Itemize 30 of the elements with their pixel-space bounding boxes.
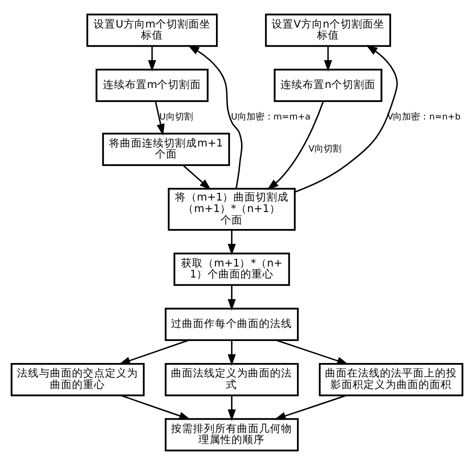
arrow: [118, 339, 189, 364]
arrow: [324, 46, 332, 72]
arrow: [228, 340, 236, 366]
node-box: 设置V方向n个切割面坐标值: [265, 13, 392, 46]
arrow: [188, 44, 242, 188]
arrow: [276, 339, 349, 364]
edge-label: U向切割: [159, 112, 193, 122]
node-box: 曲面在法线的法平面上的投影面积定义为曲面的面积: [318, 362, 464, 396]
edge-label: U向加密：m=m+a: [230, 112, 310, 122]
arrow: [228, 395, 236, 420]
edge-label: V向切割: [308, 144, 342, 154]
node-box: 设置U方向m个切割面坐标值: [86, 13, 218, 46]
arrow: [148, 46, 156, 72]
node-box: 曲面法线定义为曲面的法式: [164, 362, 299, 396]
arrow: [154, 100, 165, 136]
node-box: 获取（m+1）*（n+1）个曲面的重心: [174, 252, 290, 286]
node-box: 将曲面连续切割成m+1个面: [102, 132, 230, 166]
arrow: [228, 229, 236, 255]
node-box: 按需排列所有曲面几何物理属性的顺序: [164, 418, 299, 451]
arrow: [294, 44, 398, 192]
arrow: [228, 284, 236, 310]
node-box: 将（m+1）曲面切割成（m+1）*（n+1）个面: [168, 187, 296, 230]
node-box: 连续布置m个切割面: [96, 68, 209, 102]
arrow: [267, 100, 324, 190]
arrow: [182, 164, 212, 190]
arrow: [274, 394, 346, 420]
node-box: 过曲面作每个曲面的法线: [164, 307, 299, 341]
arrow: [120, 394, 191, 420]
node-box: 连续布置n个切割面: [274, 68, 382, 102]
node-box: 法线与曲面的交点定义为曲面的重心: [10, 362, 145, 396]
